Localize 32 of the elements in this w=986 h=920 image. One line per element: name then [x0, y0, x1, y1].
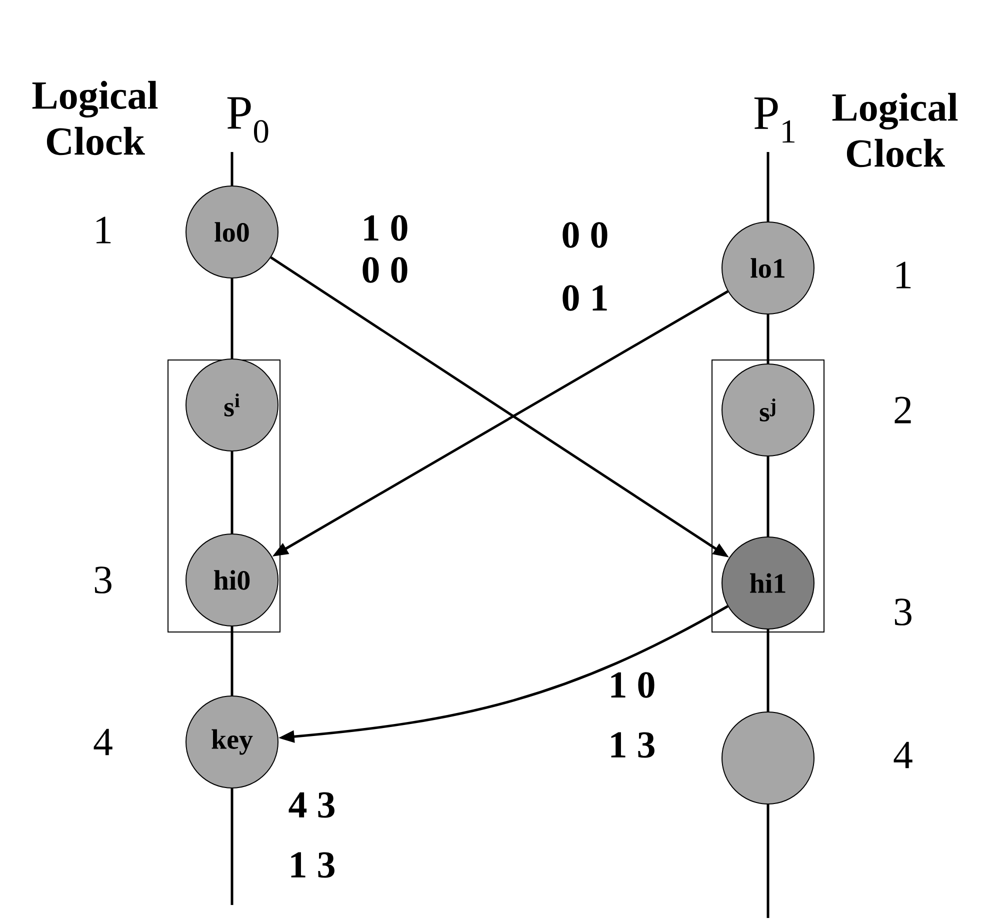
clock-value: 4 — [894, 742, 912, 768]
clock-value: 3 — [94, 566, 112, 594]
process-label: P$_{0}$ — [227, 97, 268, 143]
vector-timestamp: 1 3 — [611, 732, 654, 758]
clock-value: 1 — [896, 262, 911, 288]
clock-value: 3 — [894, 598, 912, 626]
vector-timestamp: 0 0 — [562, 222, 608, 248]
vector-timestamp: 1 0 — [364, 215, 408, 241]
process-line — [766, 630, 770, 712]
vector-timestamp: 1 3 — [291, 852, 334, 878]
clock-value: 4 — [94, 728, 112, 756]
process-line — [230, 626, 234, 696]
group-box — [712, 360, 824, 632]
process-line — [230, 788, 234, 905]
vector-timestamp: 4 3 — [288, 792, 334, 818]
process-line — [230, 452, 234, 534]
process-line — [230, 152, 234, 186]
process-line — [766, 152, 770, 222]
clock-value: 1 — [96, 216, 111, 244]
vector-timestamp: 0 1 — [562, 285, 607, 311]
group-box — [168, 360, 280, 632]
process-line — [766, 456, 770, 536]
column-heading: Logical Clock — [832, 92, 958, 168]
clock-value: 2 — [894, 396, 911, 424]
process-line — [766, 314, 770, 364]
vector-timestamp: 0 0 — [362, 257, 408, 283]
process-line — [766, 804, 770, 918]
column-heading: Logical Clock — [32, 80, 158, 156]
process-label: P$_{1}$ — [754, 97, 794, 143]
process-line — [230, 278, 234, 358]
event-circle — [722, 712, 814, 804]
vector-timestamp: 1 0 — [611, 672, 654, 698]
